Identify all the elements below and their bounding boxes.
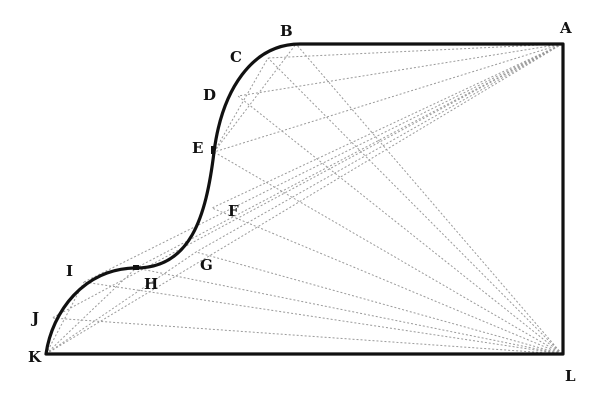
line-a-h: [135, 43, 563, 269]
joint-marker-e: [211, 146, 215, 154]
label-k: K: [28, 348, 42, 366]
line-l-h: [135, 267, 563, 355]
shape-outline: [44, 42, 565, 356]
line-l-c: [267, 57, 563, 355]
label-g: G: [200, 256, 213, 274]
line-k-i: [45, 281, 85, 355]
line-a-e: [213, 43, 563, 153]
line-a-d: [237, 43, 563, 97]
line-l-f: [211, 207, 563, 355]
line-l-e: [213, 151, 563, 355]
joint-marker-h: [133, 265, 139, 270]
label-f: F: [228, 202, 239, 220]
point-labels: A B C D E F G H I J K L: [28, 19, 576, 385]
line-a-f: [211, 43, 563, 209]
label-e: E: [192, 139, 203, 157]
line-a-k: [45, 43, 563, 355]
line-l-g: [195, 251, 563, 355]
label-h: H: [144, 275, 158, 293]
line-a-i: [83, 43, 563, 283]
line-a-j: [51, 43, 563, 319]
line-l-b: [295, 43, 563, 355]
dotted-construction-lines: [45, 43, 563, 355]
line-k-h: [45, 267, 137, 355]
line-l-d: [237, 95, 563, 355]
label-a: A: [559, 19, 572, 37]
label-c: C: [230, 48, 242, 66]
label-d: D: [203, 86, 216, 104]
line-l-i: [83, 281, 563, 355]
line-a-c: [267, 43, 563, 59]
line-a-g: [195, 43, 563, 253]
label-b: B: [280, 22, 293, 40]
label-i: I: [66, 262, 73, 280]
line-l-j: [51, 317, 563, 355]
line-e-b: [213, 43, 297, 153]
label-j: J: [30, 309, 39, 327]
label-l: L: [565, 367, 576, 385]
